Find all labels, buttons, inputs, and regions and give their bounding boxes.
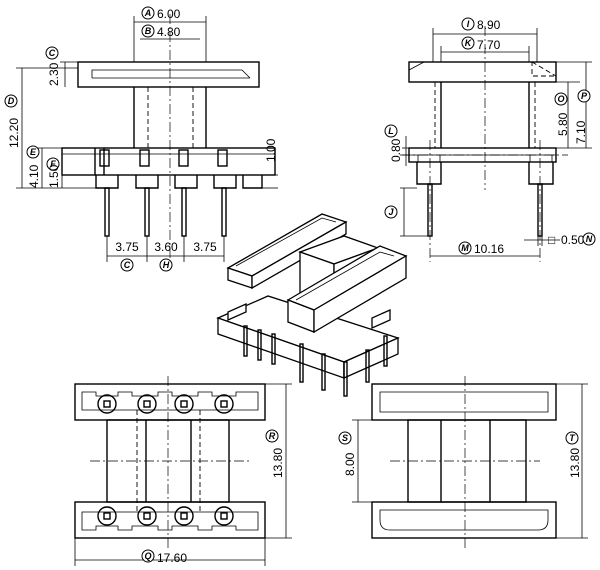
- dim-C-top-value: 2.30: [47, 62, 61, 86]
- dim-M-value: 10.16: [474, 242, 504, 256]
- dim-L-value: 0.80: [389, 138, 403, 162]
- dim-F-label: F: [50, 159, 56, 169]
- dim-R-label: R: [269, 431, 276, 441]
- isometric-view: [216, 213, 408, 397]
- bottom-view: R 13.80 Q 17.60: [74, 376, 292, 566]
- dim-F-value: 1.50: [47, 164, 61, 188]
- dim-J-label: J: [388, 207, 394, 217]
- dim-M-label: M: [461, 243, 469, 253]
- dim-pitch2-value: 3.60: [154, 240, 178, 254]
- dim-T-label: T: [569, 433, 576, 443]
- dim-Q-value: 17.60: [157, 551, 187, 565]
- dim-B-label: B: [145, 26, 152, 36]
- dim-O-value: 5.80: [556, 112, 570, 136]
- dim-A-label: A: [144, 8, 152, 18]
- dim-N-label: N: [586, 234, 593, 244]
- dim-C-top-label: C: [49, 48, 56, 58]
- dim-S-label: S: [342, 433, 348, 443]
- dim-K-value: 7.70: [477, 38, 501, 52]
- dim-K-label: K: [465, 38, 473, 48]
- dim-N-prefix: □: [548, 233, 555, 247]
- side-view: I 8.90 K 7.70 O 5.80 P 7.10 L 0.80 J: [384, 17, 596, 262]
- dim-C-bottom-label: C: [124, 260, 131, 270]
- dim-pitch3-value: 3.75: [193, 240, 217, 254]
- top-view: S 8.00 T 13.80: [338, 376, 588, 548]
- dim-D-value: 12.20: [7, 118, 21, 148]
- dim-E-label: E: [30, 147, 37, 157]
- front-view: A 6.00 B 4.80 C 2.30 D 12.20 E 4.10 F 1.…: [4, 6, 278, 272]
- dim-P-value: 7.10: [574, 120, 588, 144]
- dim-pin-gap-value: 1.00: [264, 138, 278, 162]
- dim-N-value: 0.50: [561, 233, 585, 247]
- dim-O-label: O: [557, 94, 564, 104]
- dim-Q-label: Q: [144, 551, 151, 561]
- dim-L-label: L: [388, 126, 394, 136]
- dim-S-value: 8.00: [343, 452, 357, 476]
- dim-D-label: D: [8, 96, 15, 106]
- dim-T-value: 13.80: [568, 448, 582, 478]
- dim-I-label: I: [467, 19, 470, 29]
- dim-A-value: 6.00: [157, 7, 181, 21]
- dim-R-value: 13.80: [271, 448, 285, 478]
- dim-pitch1-value: 3.75: [115, 240, 139, 254]
- dim-B-value: 4.80: [157, 25, 181, 39]
- dim-P-label: P: [581, 91, 588, 101]
- dim-I-value: 8.90: [477, 18, 501, 32]
- dim-H-label: H: [163, 260, 170, 270]
- dim-E-value: 4.10: [27, 164, 41, 188]
